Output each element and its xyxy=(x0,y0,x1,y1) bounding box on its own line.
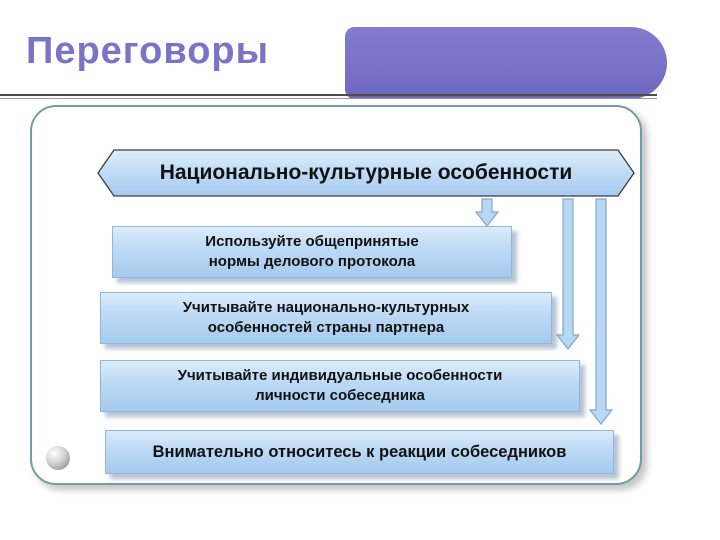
step-box: Внимательно относитесь к реакции собесед… xyxy=(105,430,614,474)
title-underline-thin xyxy=(0,98,657,99)
heading-text: Национально-культурные особенности xyxy=(159,161,573,184)
hexagon-shape xyxy=(97,149,635,197)
heading-hexagon: Национально-культурные особенности xyxy=(97,149,635,197)
step-text: Учитывайте индивидуальные особенности ли… xyxy=(177,366,503,404)
title-underline xyxy=(0,94,657,96)
bullet-sphere-icon xyxy=(46,446,70,470)
step-box: Учитывайте национально-культурных особен… xyxy=(100,292,552,344)
step-box: Используйте общепринятые нормы делового … xyxy=(112,226,512,278)
step-box: Учитывайте индивидуальные особенности ли… xyxy=(100,360,580,412)
step-text: Используйте общепринятые нормы делового … xyxy=(205,232,419,270)
step-text: Учитывайте национально-культурных особен… xyxy=(182,298,470,336)
slide-title: Переговоры xyxy=(26,30,270,72)
step-text: Внимательно относитесь к реакции собесед… xyxy=(152,442,567,461)
title-banner xyxy=(345,27,667,99)
